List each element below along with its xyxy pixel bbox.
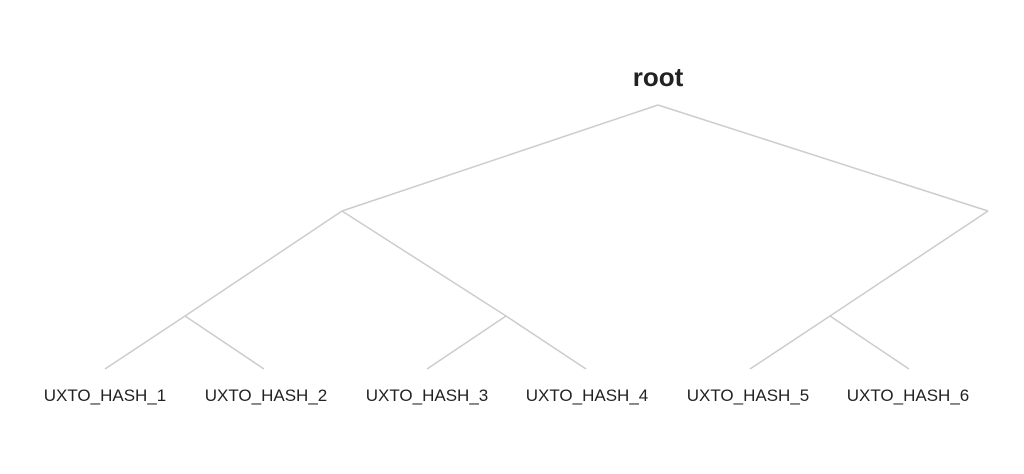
edge-root-left <box>341 104 659 212</box>
leaf-label-5: UXTO_HASH_5 <box>687 386 810 405</box>
edge-left-leftmid <box>184 210 343 317</box>
edge-to-leaf-2 <box>184 315 265 370</box>
edge-to-leaf-3 <box>426 315 507 370</box>
edge-to-leaf-4 <box>505 315 587 370</box>
leaf-label-4: UXTO_HASH_4 <box>526 386 649 405</box>
root-node-label: root <box>633 62 684 92</box>
edge-to-leaf-6 <box>829 315 910 370</box>
edge-to-leaf-5 <box>749 315 831 370</box>
edge-root-right <box>657 104 989 212</box>
edge-left-rightmid <box>341 210 507 317</box>
edge-to-leaf-1 <box>104 315 186 370</box>
leaf-label-2: UXTO_HASH_2 <box>205 386 328 405</box>
leaf-label-1: UXTO_HASH_1 <box>44 386 167 405</box>
leaf-label-6: UXTO_HASH_6 <box>847 386 970 405</box>
edge-right-mid <box>829 210 989 317</box>
leaf-label-3: UXTO_HASH_3 <box>366 386 489 405</box>
